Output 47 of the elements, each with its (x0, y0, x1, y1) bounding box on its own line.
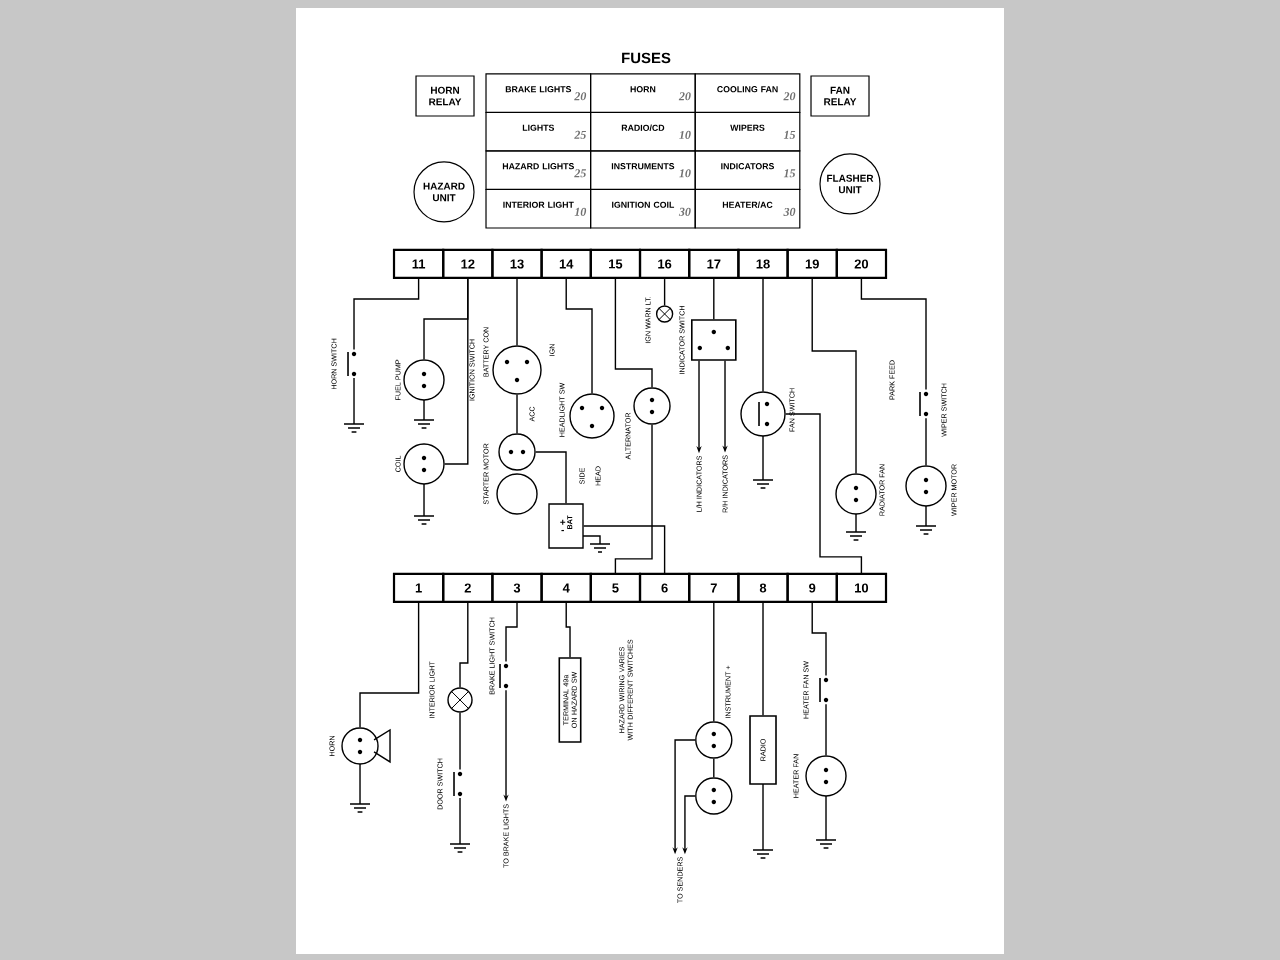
wire (925, 417, 927, 466)
wire (505, 602, 518, 663)
wire (359, 602, 420, 728)
wire (516, 394, 518, 434)
wire (535, 451, 567, 504)
alternator-symbol (633, 387, 671, 425)
switch-symbol (819, 677, 829, 703)
wire (762, 278, 764, 392)
fan-symbol (835, 473, 877, 515)
pump-symbol (403, 359, 445, 401)
wire (459, 602, 469, 688)
wire (565, 602, 571, 658)
wire (811, 278, 857, 474)
wire (565, 278, 593, 394)
headlight-switch-symbol (569, 393, 615, 439)
gauge-symbol (695, 777, 733, 815)
horn-symbol (341, 727, 391, 765)
indicator-switch-box (691, 319, 737, 361)
wire (762, 602, 764, 716)
fan-switch-symbol (740, 391, 786, 437)
wire (459, 711, 461, 771)
coil-symbol (403, 443, 445, 485)
wire (860, 278, 927, 391)
wire (516, 278, 518, 346)
warning-lamp-symbol (655, 305, 674, 323)
wire (444, 278, 469, 465)
wire (785, 413, 863, 574)
motor-symbol (905, 465, 947, 507)
wire (614, 423, 653, 574)
gauge-symbol (695, 721, 733, 759)
wire (353, 278, 420, 351)
switch-symbol (499, 663, 509, 689)
wire (713, 602, 715, 722)
wire (583, 525, 666, 574)
wire (825, 703, 827, 756)
fan-symbol (805, 755, 847, 797)
wire (713, 278, 715, 320)
wire (713, 757, 715, 778)
lamp-symbol (447, 687, 473, 713)
ignition-switch-symbol (492, 345, 542, 395)
switch-symbol (919, 391, 929, 417)
switch-symbol (453, 771, 463, 797)
wire (663, 278, 666, 306)
starter-motor-symbol (496, 433, 538, 515)
switch-symbol (347, 351, 357, 377)
wire (811, 602, 827, 677)
wire (614, 278, 653, 388)
